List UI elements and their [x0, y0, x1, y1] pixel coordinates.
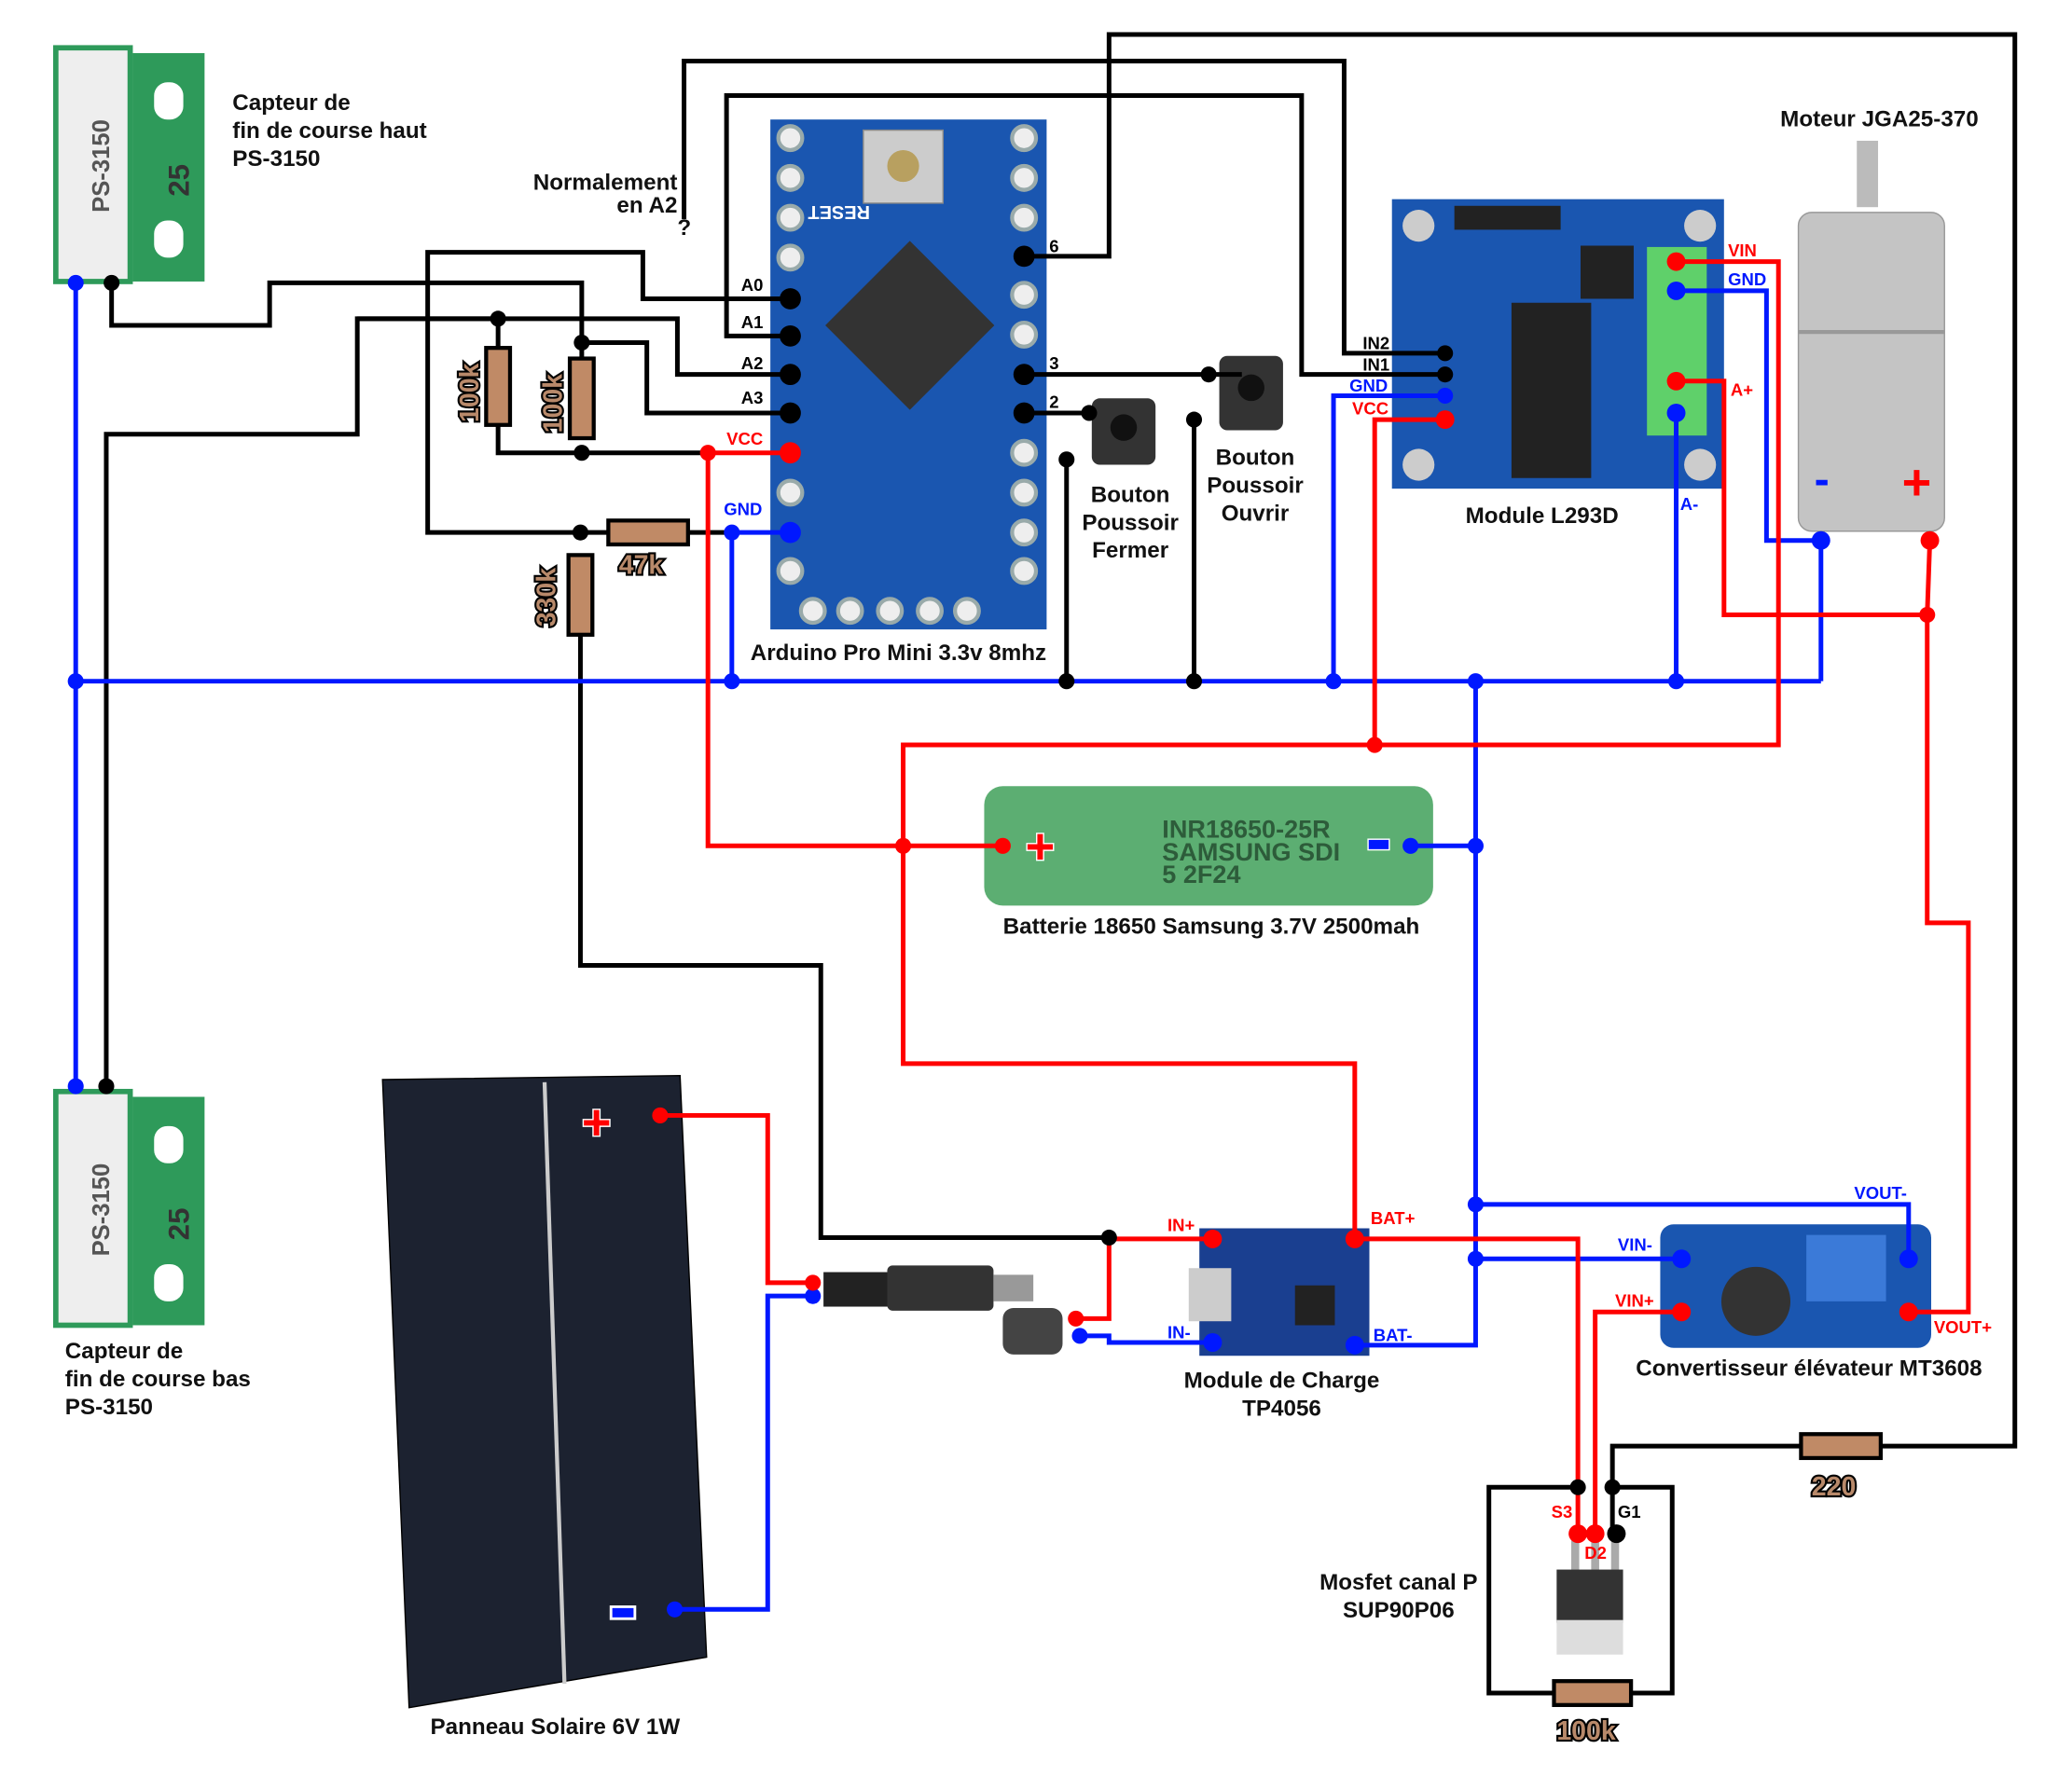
battery-print-3: 5 2F24 — [1162, 861, 1240, 888]
sensor-top-print: PS-3150 — [89, 119, 115, 213]
note-line-1: Normalement — [533, 171, 678, 196]
l293d-gnd2: GND — [1728, 269, 1766, 289]
resistor-100k-a — [484, 346, 513, 427]
mosfet-g: G1 — [1618, 1502, 1641, 1522]
svg-text:+: + — [1026, 819, 1056, 874]
pin-a2: A2 — [741, 353, 764, 373]
note-line-2: en A2 — [616, 193, 677, 218]
resistors: 100k 100k 47k 330k 220 100k — [453, 346, 1884, 1748]
pin-vcc: VCC — [726, 429, 763, 448]
motor-plus-sign: + — [1902, 455, 1932, 511]
wires-vcc — [659, 259, 1971, 1535]
l293d-title: Module L293D — [1466, 503, 1619, 529]
tp-bat-minus: BAT- — [1374, 1326, 1413, 1345]
resistor-330k — [566, 553, 595, 637]
pin-2: 2 — [1049, 392, 1058, 411]
l293d-in1: IN1 — [1362, 354, 1389, 374]
battery-print-2: SAMSUNG SDI — [1162, 838, 1340, 866]
l293d-a-minus: A- — [1680, 494, 1699, 514]
pin-gnd: GND — [724, 500, 762, 519]
sensor-top-num: 25 — [162, 164, 195, 197]
mosfet-title-2: SUP90P06 — [1343, 1598, 1455, 1623]
r4-label: 330k — [532, 568, 561, 626]
mosfet-s: S3 — [1552, 1502, 1573, 1522]
push-button-close[interactable] — [1091, 398, 1156, 465]
resistor-220 — [1799, 1432, 1884, 1461]
mt-vout-plus: VOUT+ — [1934, 1317, 1992, 1337]
mt-vout-minus: VOUT- — [1854, 1183, 1907, 1203]
l293d-a-plus: A+ — [1731, 379, 1753, 399]
btn-open-1: Bouton — [1216, 446, 1295, 471]
limit-switch-bottom: PS-3150 25 — [52, 1088, 205, 1329]
sensor-top-title-1: Capteur de — [232, 90, 350, 116]
r1-label: 100k — [455, 363, 485, 421]
resistor-100k-b — [567, 356, 596, 441]
btn-open-3: Ouvrir — [1222, 501, 1290, 526]
sensor-bottom-title-2: fin de course bas — [65, 1367, 251, 1392]
labels: Capteur de fin de course haut PS-3150 Ca… — [65, 90, 1992, 1740]
l293d-vcc: VCC — [1352, 398, 1388, 418]
solar-title: Panneau Solaire 6V 1W — [431, 1714, 681, 1740]
dc-motor: - + — [1797, 140, 1945, 532]
solar-panel: + — [381, 1074, 708, 1709]
sensor-bottom-title-3: PS-3150 — [65, 1395, 153, 1420]
reset-label: RESET — [808, 201, 869, 222]
battery-print-1: INR18650-25R — [1162, 816, 1330, 844]
btn-close-2: Poussoir — [1082, 510, 1179, 535]
mt-vin-minus: VIN- — [1618, 1235, 1652, 1255]
pin-6: 6 — [1049, 237, 1058, 256]
r6-label: 100k — [1556, 1716, 1615, 1746]
pin-3: 3 — [1049, 353, 1058, 373]
mosfet-title-1: Mosfet canal P — [1319, 1570, 1477, 1595]
r2-label: 100k — [539, 374, 569, 433]
battery-title: Batterie 18650 Samsung 3.7V 2500mah — [1003, 914, 1420, 939]
limit-switch-top: PS-3150 25 — [52, 45, 205, 284]
mt3608-module — [1660, 1224, 1931, 1348]
note-line-3: ? — [677, 215, 691, 241]
btn-open-2: Poussoir — [1207, 473, 1304, 498]
mosfet-sup90p06 — [1556, 1540, 1623, 1655]
r3-label: 47k — [619, 550, 664, 580]
wires-black — [104, 32, 2018, 1696]
l293d-vin: VIN — [1728, 241, 1757, 260]
resistor-100k-c — [1552, 1679, 1634, 1707]
arduino-pro-mini: RESET — [770, 119, 1047, 630]
sensor-top-title-3: PS-3150 — [232, 146, 320, 172]
l293d-gnd: GND — [1349, 376, 1388, 395]
tp-in-minus: IN- — [1167, 1323, 1191, 1342]
tp-bat-plus: BAT+ — [1371, 1208, 1416, 1228]
push-button-open[interactable] — [1219, 355, 1283, 431]
pin-a0: A0 — [741, 275, 764, 295]
junctions — [67, 245, 1940, 1618]
sensor-top-title-2: fin de course haut — [232, 118, 426, 144]
tp-in-plus: IN+ — [1167, 1215, 1195, 1234]
btn-close-1: Bouton — [1091, 482, 1170, 507]
arduino-title: Arduino Pro Mini 3.3v 8mhz — [751, 640, 1046, 666]
dc-jack — [823, 1265, 1063, 1355]
sensor-bottom-title-1: Capteur de — [65, 1339, 183, 1364]
tp-title-1: Module de Charge — [1184, 1368, 1380, 1393]
resistor-47k — [606, 518, 690, 547]
motor-title: Moteur JGA25-370 — [1780, 106, 1979, 131]
mt-vin-plus: VIN+ — [1615, 1291, 1654, 1311]
btn-close-3: Fermer — [1092, 538, 1169, 563]
tp-title-2: TP4056 — [1242, 1396, 1321, 1421]
sensor-bottom-num: 25 — [162, 1207, 195, 1240]
svg-text:+: + — [582, 1095, 612, 1150]
battery-18650: + INR18650-25R SAMSUNG SDI 5 2F24 — [984, 786, 1433, 906]
motor-minus-sign: - — [1815, 454, 1830, 504]
mt-title: Convertisseur élévateur MT3608 — [1636, 1356, 1982, 1382]
r5-label: 220 — [1812, 1472, 1857, 1502]
pin-a3: A3 — [741, 388, 764, 407]
l293d-in2: IN2 — [1362, 334, 1389, 353]
tp4056-module — [1188, 1228, 1370, 1356]
sensor-bottom-print: PS-3150 — [89, 1164, 115, 1257]
pin-a1: A1 — [741, 312, 764, 332]
wires-gnd — [73, 282, 1912, 1612]
l293d-module — [1391, 199, 1724, 489]
mosfet-d: D2 — [1584, 1543, 1607, 1563]
